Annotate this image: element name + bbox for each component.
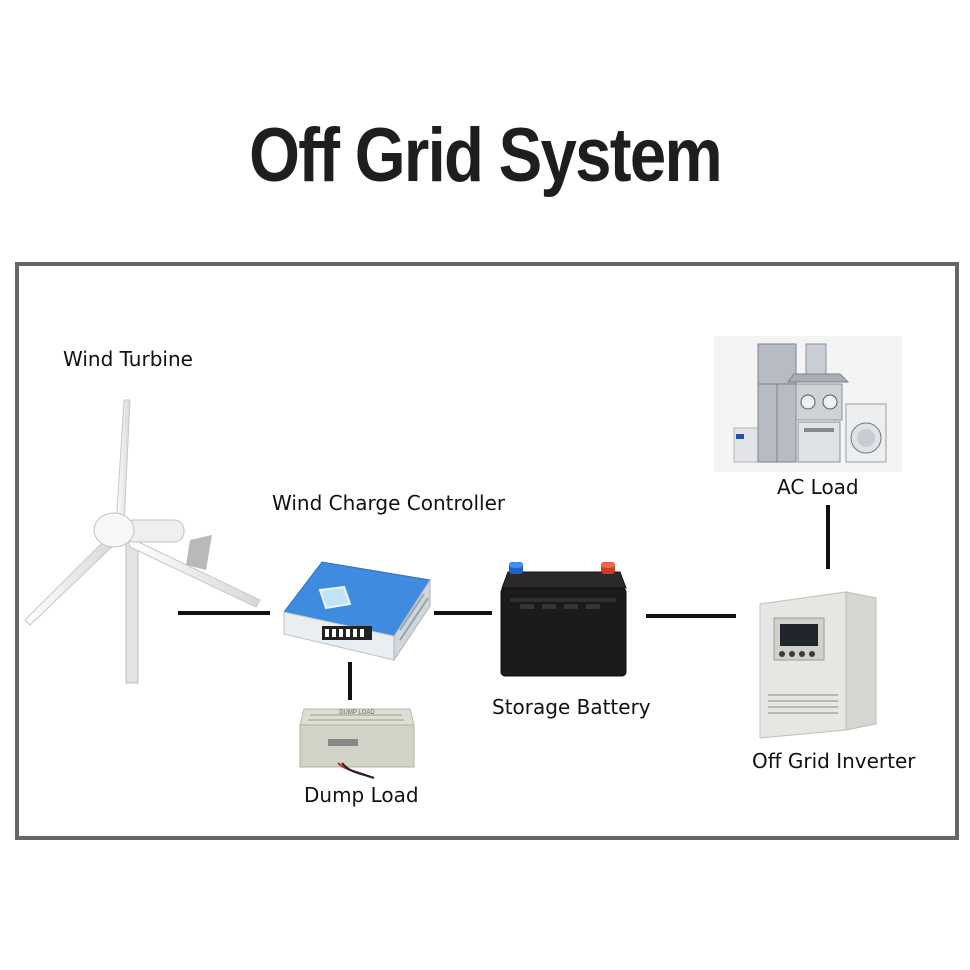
page-title: Off Grid System <box>68 112 902 199</box>
wind-turbine-image <box>20 395 270 690</box>
wire-controller-battery <box>434 611 492 615</box>
wire-inverter-acload <box>826 505 830 569</box>
dump-load-image: DUMP LOAD <box>298 703 416 779</box>
label-dump-load: Dump Load <box>304 783 419 807</box>
battery-image <box>498 560 628 678</box>
ac-load-image <box>714 336 902 472</box>
label-wind-turbine: Wind Turbine <box>63 347 193 371</box>
wire-battery-inverter <box>646 614 736 618</box>
wire-controller-dumpload <box>348 662 352 700</box>
charge-controller-image <box>282 540 434 666</box>
inverter-image <box>758 584 880 742</box>
dump-load-plate-text: DUMP LOAD <box>339 710 375 716</box>
label-off-grid-inverter: Off Grid Inverter <box>752 749 916 773</box>
label-charge-controller: Wind Charge Controller <box>272 491 505 515</box>
label-ac-load: AC Load <box>777 475 859 499</box>
label-storage-battery: Storage Battery <box>492 695 651 719</box>
